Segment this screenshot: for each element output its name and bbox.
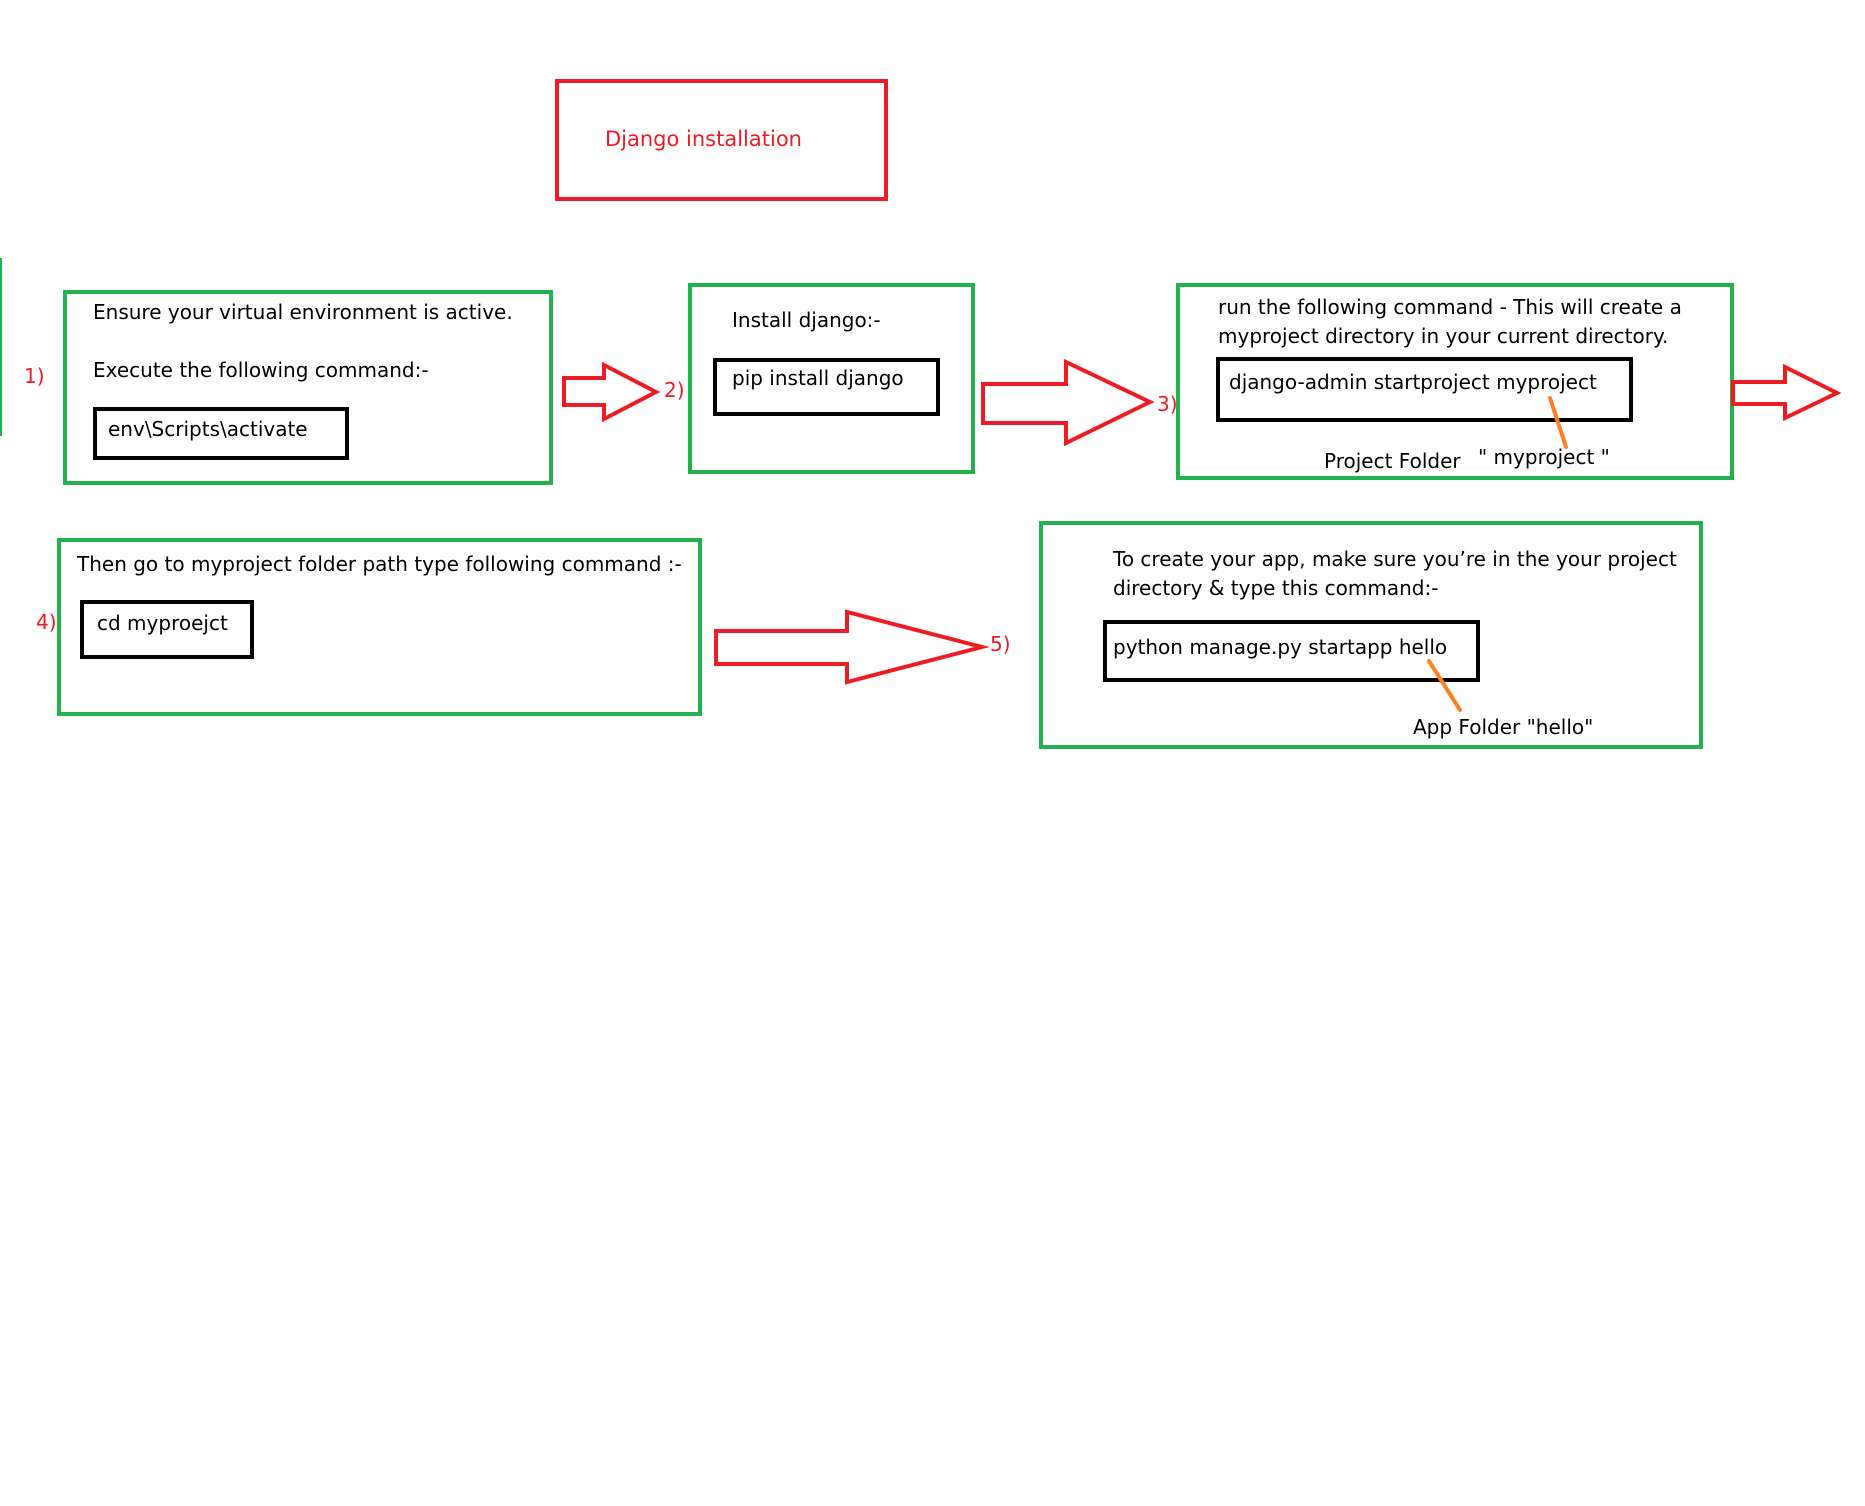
step-5-note-label: App Folder "hello" [1413,715,1594,739]
step-5-box [1039,521,1703,749]
pointer-line-project-folder [1548,396,1568,449]
arrow-step-1-to-2 [562,361,661,423]
step-1-number: 1) [24,364,45,388]
step-4-line-1: Then go to myproject folder path type fo… [77,552,682,576]
step-2-box [688,283,975,474]
step-4-command-box [80,600,254,659]
step-3-number: 3) [1157,392,1178,416]
step-3-line-2: myproject directory in your current dire… [1218,324,1669,348]
step-1-line-2: Execute the following command:- [93,358,429,382]
step-4-command: cd myproejct [97,611,228,635]
step-3-command: django-admin startproject myproject [1229,370,1597,394]
step-1-command-box [93,407,349,460]
step-1-command: env\Scripts\activate [108,417,308,441]
step-5-number: 5) [990,632,1011,656]
step-1-line-1: Ensure your virtual environment is activ… [93,300,513,324]
diagram-title: Django installation [605,127,802,151]
step-3-note-value: " myproject " [1478,445,1610,469]
left-edge-line [0,258,2,436]
step-5-line-1: To create your app, make sure you’re in … [1113,547,1677,571]
step-2-number: 2) [664,378,685,402]
step-4-number: 4) [36,610,57,634]
arrow-step-3-continue [1731,363,1842,422]
step-3-note-label: Project Folder [1324,449,1461,473]
step-3-command-box [1216,357,1633,422]
step-3-line-1: run the following command - This will cr… [1218,295,1682,319]
title-box [555,79,888,201]
step-2-command: pip install django [732,366,904,390]
step-5-line-2: directory & type this command:- [1113,576,1439,600]
step-5-command-box [1103,620,1480,682]
step-2-line-1: Install django:- [732,308,881,332]
step-2-command-box [713,358,940,416]
pointer-line-app-folder [1427,659,1462,712]
arrow-step-2-to-3 [981,358,1155,447]
step-4-box [57,538,702,716]
step-1-box [63,290,553,485]
arrow-step-4-to-5 [714,609,990,685]
step-5-command: python manage.py startapp hello [1113,635,1448,659]
